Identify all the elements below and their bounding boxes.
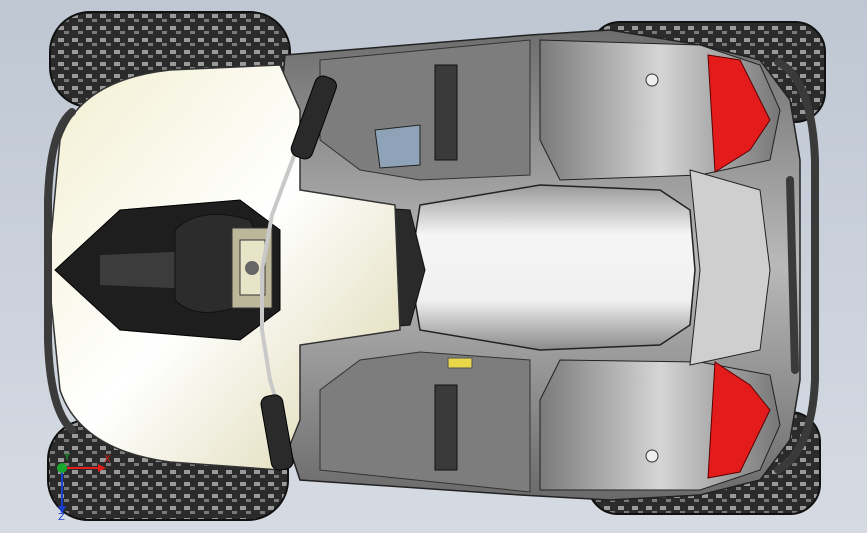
- x-axis-label: X: [104, 454, 111, 465]
- tail-light-left: [707, 54, 771, 173]
- y-axis-label: Y: [64, 452, 71, 463]
- seat: [409, 184, 696, 351]
- yellow-bracket: [447, 357, 473, 369]
- front-fender: [47, 64, 401, 471]
- handlebar: [260, 75, 337, 471]
- z-axis-arrow: [58, 506, 66, 514]
- z-axis-label: Z: [58, 512, 65, 523]
- tail-light-right: [707, 361, 771, 479]
- rear-bumper-bar: [774, 58, 819, 474]
- x-axis-arrow: [98, 464, 106, 472]
- front-bumper-bar: [44, 108, 76, 434]
- y-axis-dot: [57, 463, 67, 473]
- orientation-triad[interactable]: X Y Z: [40, 448, 120, 528]
